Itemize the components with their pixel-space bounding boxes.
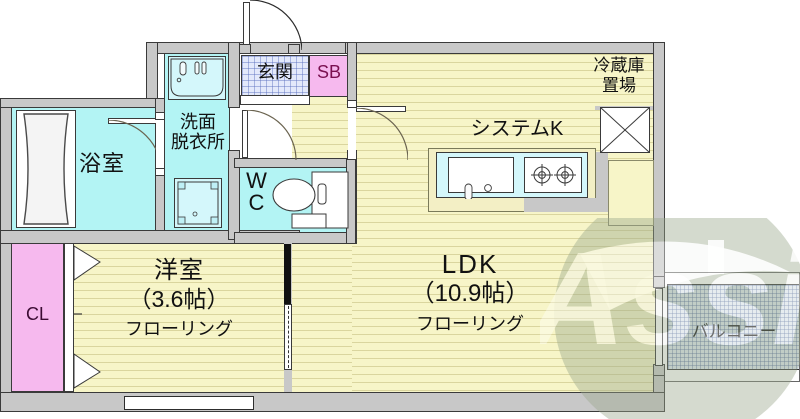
wall-top-right [345,42,665,54]
label-closet: CL [11,304,64,324]
toilet-name-line2: C [248,190,266,215]
washing-machine-pan-detail [177,181,219,225]
bedroom-floor-right [290,242,352,392]
washroom-name-line2: 脱衣所 [171,132,225,153]
label-system-kitchen: システムK [452,118,582,140]
fridge-label-line1: 冷蔵庫 [593,56,645,75]
bathroom-door-opening [156,120,164,168]
system-kitchen-label: システムK [470,118,564,140]
wall-balcony-jamb-top [653,276,665,288]
wall-bath-top [0,98,158,108]
label-washroom: 洗面 脱衣所 [166,112,230,152]
ldk-door-jamb-top [347,100,357,108]
label-balcony: バルコニー [672,322,796,341]
entrance-name: 玄関 [257,62,293,82]
ldk-flooring: フローリング [416,313,524,334]
wall-washroom-right [228,42,240,108]
ldk-door-opening [348,108,356,152]
label-bathroom: 浴室 [62,151,142,177]
vanity-basin [170,58,224,97]
closet-name: CL [25,304,49,324]
washroom-name-line1: 洗面 [180,112,216,132]
label-bedroom: 洋室 （3.6帖） フローリング [94,257,264,339]
bathroom-name: 浴室 [78,151,125,176]
balcony-sliding-door[interactable] [655,288,663,366]
kitchen-sink-detail [464,183,492,199]
label-entrance: 玄関 [243,62,307,82]
balcony-name: バルコニー [691,322,777,341]
bathroom-door-jamb-bottom [155,168,165,176]
wall-bottom-outer [0,392,665,412]
sliding-door-dark-panel[interactable] [284,244,291,304]
closet-door-gap [64,242,74,392]
shoebox-name: SB [316,62,341,82]
entrance-door-jamb-left [239,44,251,54]
wall-entrance-step [240,95,310,105]
kitchen-right-return [608,160,654,226]
fridge-label-line2: 置場 [602,76,636,96]
bedroom-name: 洋室 [154,257,204,284]
balcony-floor [667,284,800,370]
ldk-door-leaf[interactable] [356,106,406,112]
ldk-door-arc [356,108,408,160]
wall-toilet-bottom [234,232,356,244]
kitchen-side-wall [596,152,608,212]
bedroom-window[interactable] [124,396,254,410]
label-toilet: W C [240,170,274,214]
kitchen-stove-burners [531,164,576,186]
ldk-size: （10.9帖） [410,280,530,308]
label-fridge-space: 冷蔵庫 置場 [586,56,652,97]
label-ldk: LDK （10.9帖） フローリング [370,249,570,334]
sliding-door-track [288,306,289,368]
closet-door-leaves[interactable] [74,242,102,392]
bedroom-size: （3.6帖） [128,285,230,312]
entrance-door-arc [249,0,302,50]
entrance-door-jamb-right [288,44,300,54]
wall-right-outer [653,42,665,284]
toilet-door-leaf[interactable] [242,110,248,158]
toilet-door-arc [246,110,297,160]
toilet-fixture [272,171,349,229]
wall-left-outer [0,98,12,412]
bathtub-shape [23,113,69,225]
ldk-name: LDK [441,249,499,279]
kitchen-sink [448,157,514,193]
bedroom-flooring: フローリング [125,318,233,339]
bedroom-floor [68,242,284,392]
fridge-space-box [600,107,650,153]
kitchen-counter-shadow [524,198,596,212]
bathroom-door-jamb-top [155,112,165,120]
shoebox-area [309,55,349,97]
label-shoebox: SB [309,62,349,82]
toilet-name-line1: W [246,168,268,193]
